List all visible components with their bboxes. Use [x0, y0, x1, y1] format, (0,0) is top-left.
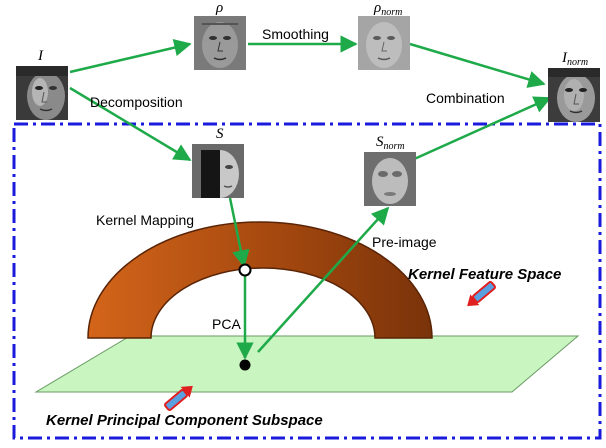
label-decomposition: Decomposition	[90, 94, 183, 110]
label-kernel-feature-space: Kernel Feature Space	[408, 266, 562, 283]
symbol-i-norm: Inorm	[562, 50, 589, 68]
feature-point-open	[238, 263, 252, 277]
label-pre-image: Pre-image	[372, 234, 437, 250]
arrow-s-norm-combination	[411, 96, 552, 162]
arrow-decomposition-s	[69, 86, 192, 162]
subspace-pointer-icon	[164, 385, 193, 411]
symbol-s-norm: Snorm	[376, 134, 405, 152]
symbol-rho: ρ	[216, 0, 224, 16]
face-input-image	[16, 66, 68, 120]
label-kernel-mapping: Kernel Mapping	[96, 212, 195, 228]
label-smoothing: Smoothing	[262, 26, 329, 42]
face-rho-image	[194, 16, 246, 70]
symbol-s: S	[216, 126, 224, 142]
label-kernel-subspace: Kernel Principal Component Subspace	[46, 412, 323, 429]
face-s-image	[192, 144, 244, 198]
feature-space-pointer-icon	[467, 281, 496, 307]
arrow-pre-image	[257, 206, 390, 353]
label-combination: Combination	[426, 90, 505, 106]
arrow-rho-norm-combination	[409, 42, 546, 88]
label-pca: PCA	[212, 316, 241, 332]
feature-space-arch	[87, 221, 433, 339]
symbol-rho-norm: ρnorm	[374, 0, 403, 18]
subspace-plane	[34, 335, 580, 393]
kernel-region-border	[12, 122, 602, 440]
arrow-decomposition-rho	[69, 39, 192, 74]
face-i-norm-image	[548, 68, 600, 122]
face-rho-norm-image	[358, 16, 410, 70]
face-s-norm-image	[364, 152, 416, 206]
symbol-input: I	[38, 48, 43, 64]
subspace-point-filled	[239, 359, 251, 371]
arrow-kernel-mapping	[228, 197, 250, 268]
